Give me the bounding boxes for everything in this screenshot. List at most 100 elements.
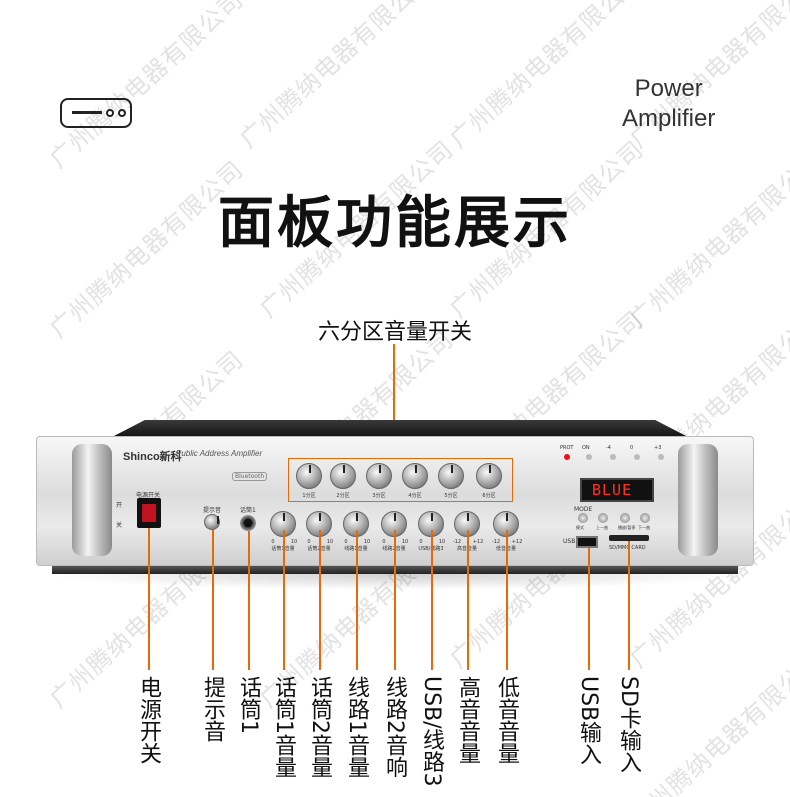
usb-label: USB bbox=[563, 538, 576, 545]
callout-mic2-volume: 话筒2音量 bbox=[307, 676, 332, 778]
sd-label: SD/MMC CARD bbox=[609, 545, 646, 551]
indicator-led bbox=[586, 454, 592, 460]
callout-line bbox=[506, 530, 508, 670]
page-title: 面板功能展示 bbox=[218, 191, 572, 256]
indicator-label: PROT bbox=[560, 445, 574, 451]
media-button-label: 播放/暂停 bbox=[618, 525, 636, 530]
mic1-jack-label: 话筒1 bbox=[240, 507, 256, 514]
media-button-4[interactable] bbox=[640, 513, 650, 523]
watermark: 广州腾纳电器有限公司 bbox=[444, 0, 649, 154]
zone-knob-label: 4分区 bbox=[408, 493, 422, 499]
knob-min-label: 0 bbox=[307, 539, 311, 545]
zone-knob-3[interactable] bbox=[366, 463, 392, 489]
knob-max-label: 10 bbox=[290, 539, 298, 545]
prompt-button[interactable] bbox=[204, 514, 220, 530]
indicator-label: ON bbox=[582, 445, 590, 451]
zone-knob-5[interactable] bbox=[438, 463, 464, 489]
callout-line bbox=[148, 528, 150, 670]
knob-min-label: -12 bbox=[452, 539, 462, 545]
brand-logo: Shinco新科 bbox=[123, 451, 182, 463]
callout-treble-volume: 高音音量 bbox=[455, 676, 480, 764]
callout-line bbox=[394, 530, 396, 670]
callout-line bbox=[467, 530, 469, 670]
callout-prompt: 提示音 bbox=[200, 676, 225, 742]
volume-knob-label: 高音音量 bbox=[447, 545, 487, 552]
volume-knob-2[interactable] bbox=[306, 511, 332, 537]
indicator-led bbox=[658, 454, 664, 460]
mic1-jack[interactable] bbox=[240, 515, 256, 531]
watermark: 广州腾纳电器有限公司 bbox=[234, 0, 439, 154]
knob-max-label: 10 bbox=[363, 539, 371, 545]
knob-max-label: 10 bbox=[326, 539, 334, 545]
indicator-led bbox=[610, 454, 616, 460]
prompt-label: 提示音 bbox=[203, 507, 222, 514]
mode-label: MODE bbox=[574, 506, 593, 513]
header-title-line2: Amplifier bbox=[622, 105, 716, 132]
knob-max-label: 10 bbox=[401, 539, 409, 545]
callout-usb-input: USB输入 bbox=[576, 676, 601, 766]
knob-min-label: 0 bbox=[382, 539, 386, 545]
callout-line bbox=[588, 548, 590, 670]
watermark: 广州腾纳电器有限公司 bbox=[44, 0, 249, 174]
power-switch-label: 电源开关 bbox=[136, 492, 161, 499]
left-handle bbox=[72, 444, 112, 556]
model-text: Public Address Amplifier bbox=[176, 449, 263, 458]
zone-knob-6[interactable] bbox=[476, 463, 502, 489]
media-button-2[interactable] bbox=[598, 513, 608, 523]
volume-knob-5[interactable] bbox=[418, 511, 444, 537]
header-title-line1: Power bbox=[634, 75, 703, 102]
display-text: BLUE bbox=[592, 481, 633, 499]
media-button-label: 模式 bbox=[576, 525, 584, 530]
callout-line bbox=[283, 530, 285, 670]
callout-sd-input: SD卡输入 bbox=[616, 676, 641, 773]
switch-off-mark: 关 bbox=[116, 522, 123, 529]
knob-min-label: -12 bbox=[491, 539, 501, 545]
amplifier-top bbox=[110, 420, 690, 438]
callout-line bbox=[356, 530, 358, 670]
switch-on-mark: 开 bbox=[116, 502, 123, 509]
callout-mic1-volume: 话筒1音量 bbox=[271, 676, 296, 778]
zone-knob-label: 6分区 bbox=[482, 493, 496, 499]
knob-min-label: 0 bbox=[271, 539, 275, 545]
zone-knob-group bbox=[288, 458, 513, 502]
callout-line bbox=[212, 530, 214, 670]
power-switch[interactable] bbox=[137, 498, 161, 528]
volume-knob-label: 低音音量 bbox=[486, 545, 526, 552]
indicator-label: -4 bbox=[606, 445, 611, 451]
callout-bass-volume: 低音音量 bbox=[494, 676, 519, 764]
callout-line bbox=[431, 530, 433, 670]
callout-line2-volume: 线路2音响 bbox=[382, 676, 407, 778]
usb-port[interactable] bbox=[576, 536, 598, 548]
indicator-led bbox=[634, 454, 640, 460]
bluetooth-badge: Bluetooth bbox=[232, 472, 268, 481]
callout-line1-volume: 线路1音量 bbox=[344, 676, 369, 778]
knob-min-label: 0 bbox=[344, 539, 348, 545]
media-button-3[interactable] bbox=[620, 513, 630, 523]
media-button-label: 上一曲 bbox=[596, 525, 608, 530]
indicator-label: +3 bbox=[654, 445, 662, 451]
knob-max-label: 10 bbox=[438, 539, 446, 545]
zone-connector-line bbox=[393, 344, 395, 458]
callout-line bbox=[248, 531, 250, 670]
indicator-label: 0 bbox=[630, 445, 634, 451]
callout-mic1: 话筒1 bbox=[236, 676, 261, 734]
volume-knob-label: USB/线路3 bbox=[411, 545, 451, 552]
right-handle bbox=[678, 444, 718, 556]
zone-knob-2[interactable] bbox=[330, 463, 356, 489]
media-button-1[interactable] bbox=[578, 513, 588, 523]
media-button-label: 下一曲 bbox=[638, 525, 650, 530]
callout-power-switch: 电源开关 bbox=[136, 676, 161, 764]
zone-title: 六分区音量开关 bbox=[317, 320, 472, 345]
led-display: BLUE bbox=[580, 478, 654, 502]
knob-min-label: 0 bbox=[419, 539, 423, 545]
header-title: Power Amplifier bbox=[622, 74, 715, 134]
zone-knob-label: 5分区 bbox=[444, 493, 458, 499]
indicator-led bbox=[564, 454, 570, 460]
knob-max-label: +12 bbox=[472, 539, 484, 545]
zone-knob-4[interactable] bbox=[402, 463, 428, 489]
knob-max-label: +12 bbox=[511, 539, 523, 545]
zone-knob-label: 1分区 bbox=[302, 493, 316, 499]
zone-knob-1[interactable] bbox=[296, 463, 322, 489]
sd-card-slot[interactable] bbox=[609, 535, 649, 541]
zone-knob-label: 2分区 bbox=[336, 493, 350, 499]
